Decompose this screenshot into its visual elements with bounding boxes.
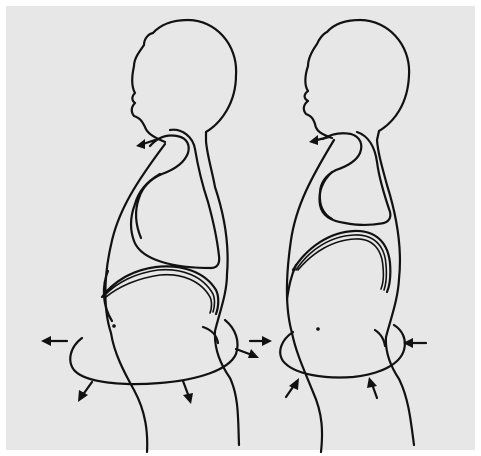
left-ring-front: [70, 320, 237, 384]
right-airway: [320, 133, 361, 219]
left-navel-dot: [112, 324, 116, 328]
left-diaphragm-mid: [104, 270, 215, 312]
left-arrow-bottom-left-head: [78, 390, 88, 402]
right-arrow-top-head: [309, 135, 318, 145]
left-figure: [41, 20, 259, 452]
right-ring-back: [375, 330, 385, 346]
right-arrow-bottom-right-head: [367, 377, 377, 388]
left-diaphragm-inner: [106, 275, 212, 313]
left-diaphragm-outer: [102, 266, 218, 314]
left-arrow-left-head: [41, 336, 51, 346]
left-head-outline: [132, 20, 239, 445]
right-body-back: [287, 140, 334, 452]
right-arrow-left-head: [262, 336, 272, 346]
left-arrow-right-head: [248, 349, 259, 358]
right-navel-dot: [316, 327, 320, 331]
left-body-back: [105, 144, 165, 452]
left-arrow-top-head: [136, 139, 145, 149]
right-figure: [250, 20, 426, 452]
right-arrow-bottom-left-head: [289, 378, 299, 390]
right-diaphragm-inner: [298, 239, 383, 289]
left-lung-shape: [131, 130, 219, 268]
left-arrow-bottom-right-head: [183, 393, 193, 404]
right-head-outline: [304, 20, 414, 445]
